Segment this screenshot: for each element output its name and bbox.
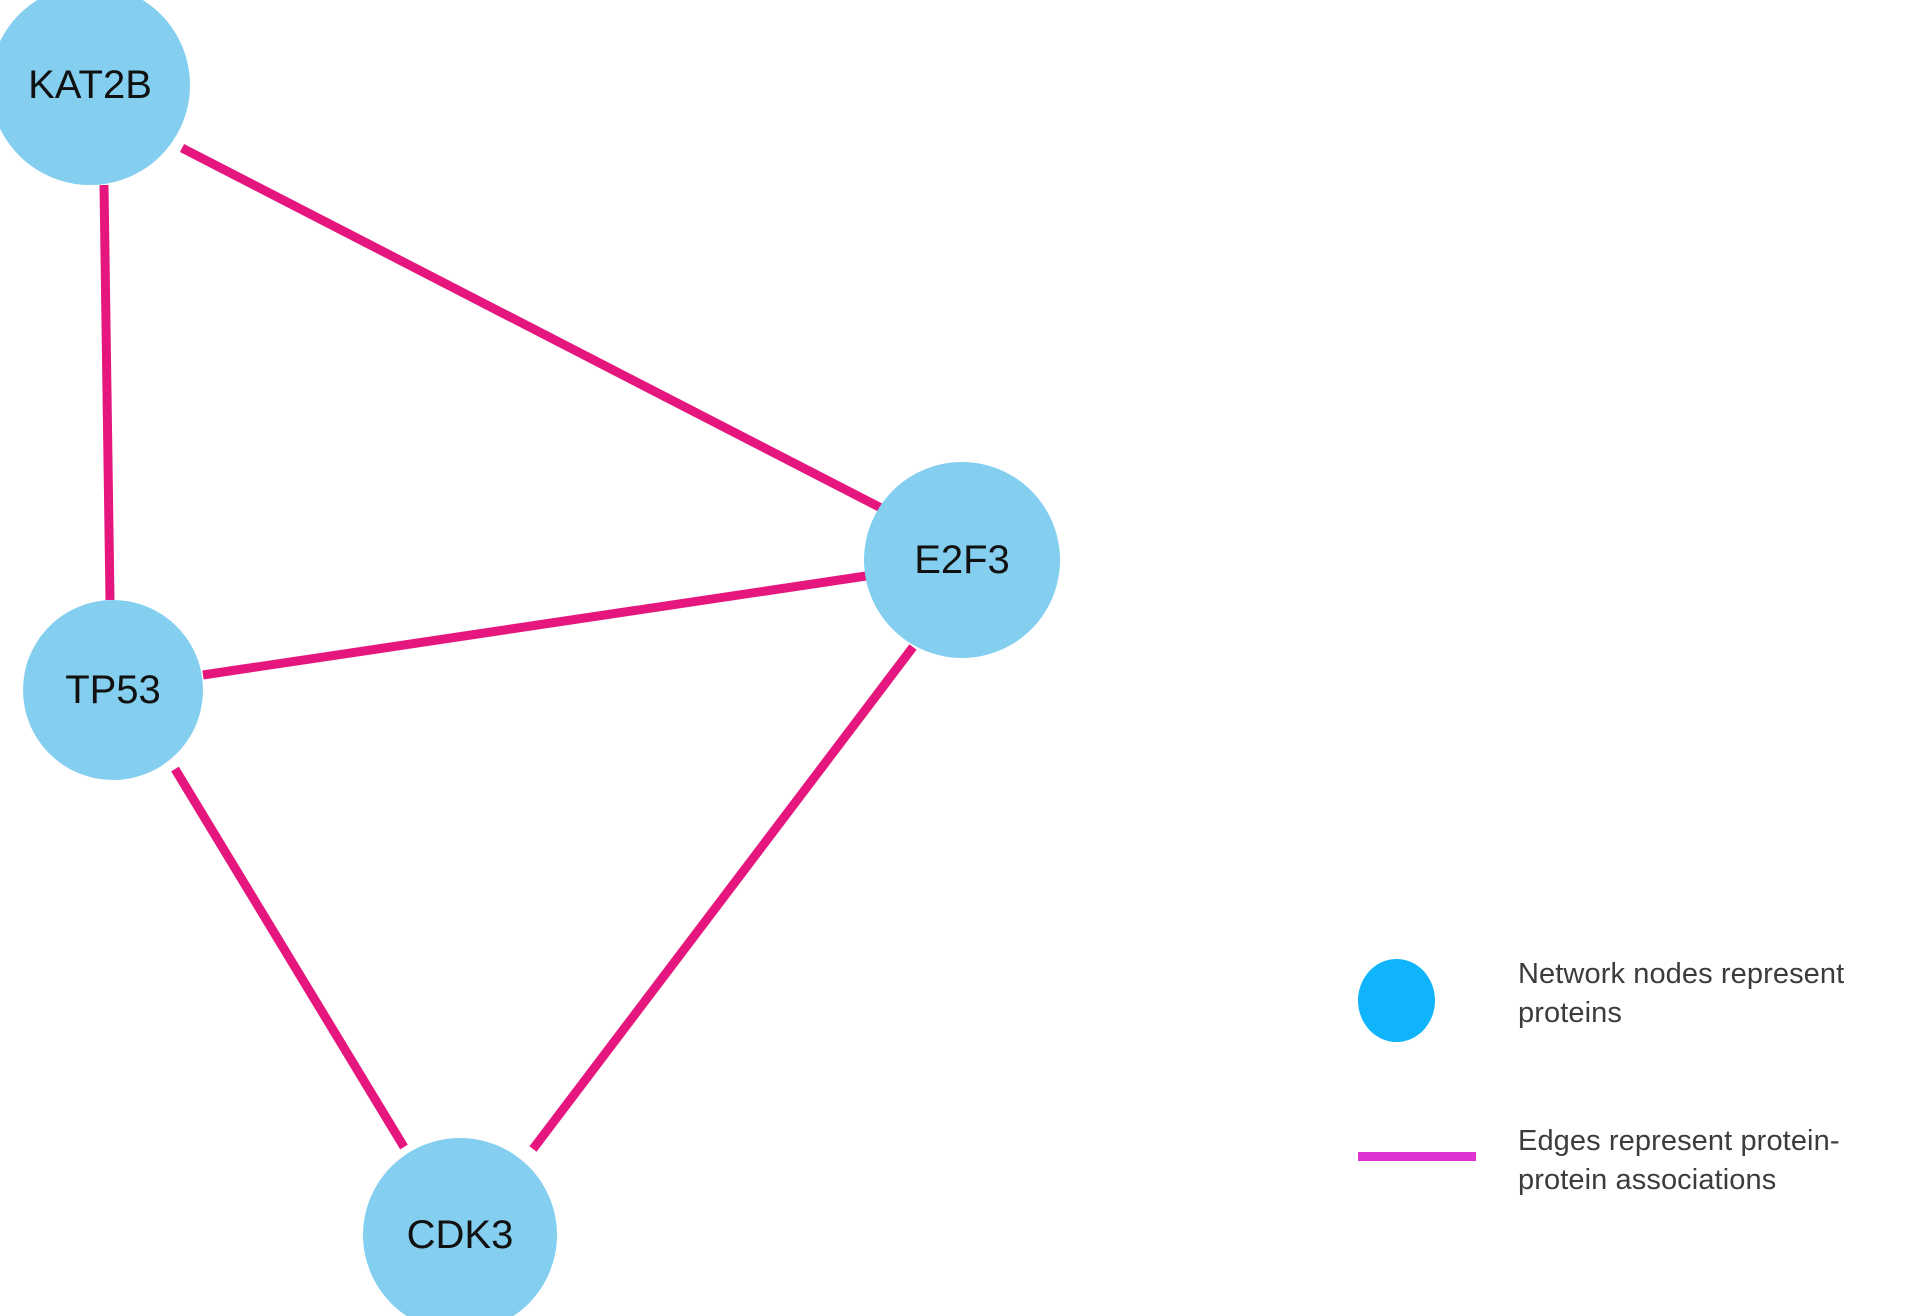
node-e2f3[interactable]: E2F3: [864, 462, 1060, 658]
legend-item-nodes: Network nodes represent proteins: [1358, 955, 1911, 1042]
edge-e2f3-cdk3[interactable]: [529, 644, 917, 1152]
node-tp53[interactable]: TP53: [23, 600, 203, 780]
node-circle-kat2b[interactable]: [0, 0, 190, 185]
edge-kat2b-tp53[interactable]: [99, 184, 115, 601]
edge-swatch-line-icon: [1358, 1152, 1476, 1161]
edges-group: [99, 143, 917, 1152]
node-circle-e2f3[interactable]: [864, 462, 1060, 658]
legend-edge-label: Edges represent protein-protein associat…: [1518, 1125, 1840, 1196]
legend-node-symbol-cell: [1358, 955, 1518, 1042]
node-swatch-circle-icon: [1358, 959, 1435, 1042]
node-circle-cdk3[interactable]: [363, 1138, 557, 1316]
node-cdk3[interactable]: CDK3: [363, 1138, 557, 1316]
edge-tp53-e2f3[interactable]: [202, 571, 867, 680]
legend-edge-symbol-cell: [1358, 1122, 1518, 1161]
edge-tp53-cdk3[interactable]: [171, 766, 408, 1150]
legend-node-label: Network nodes represent proteins: [1518, 958, 1845, 1029]
edge-kat2b-e2f3[interactable]: [179, 143, 888, 515]
node-kat2b[interactable]: KAT2B: [0, 0, 190, 185]
node-circle-tp53[interactable]: [23, 600, 203, 780]
legend-item-edges: Edges represent protein-protein associat…: [1358, 1122, 1911, 1199]
legend: Network nodes represent proteins Edges r…: [1358, 955, 1911, 1279]
